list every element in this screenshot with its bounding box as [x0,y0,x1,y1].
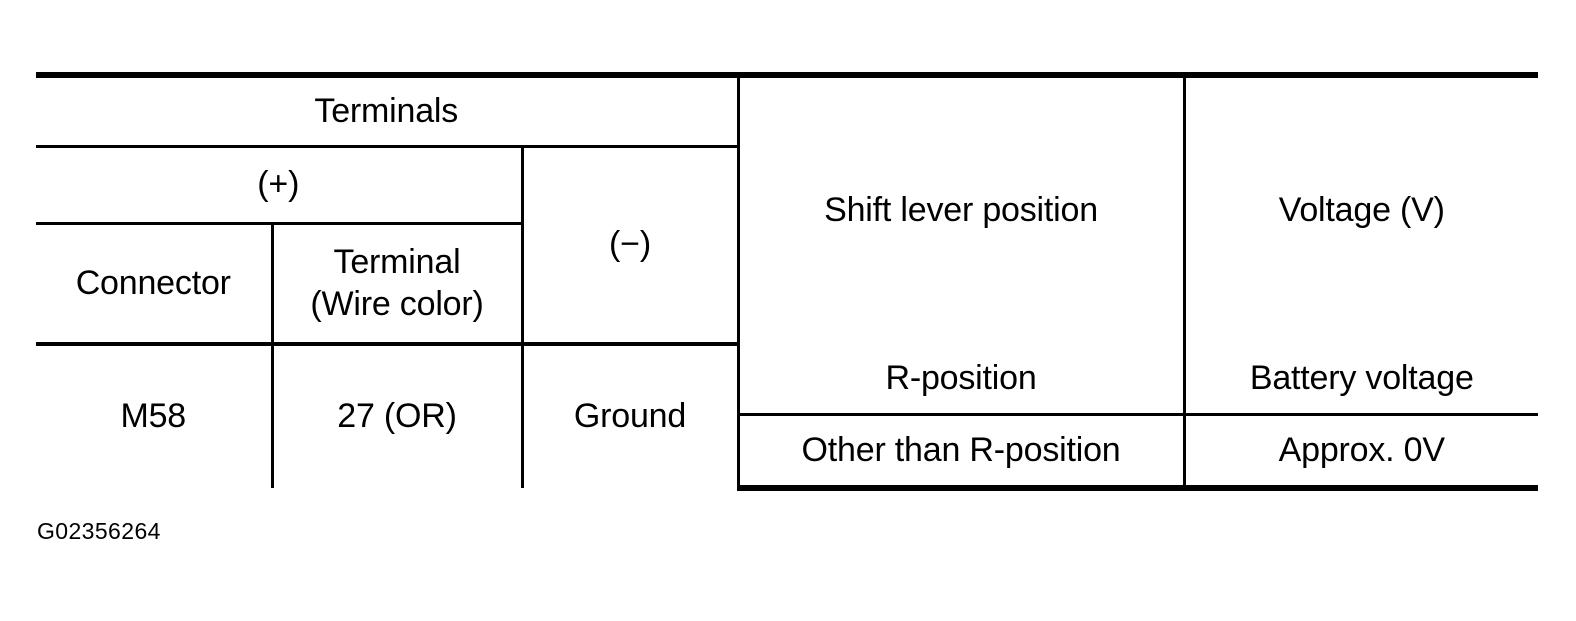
header-row-terminals: Terminals Shift lever position Voltage (… [36,72,1539,344]
terminal-voltage-table: Terminals Shift lever position Voltage (… [36,72,1539,491]
table-row: Other than R-position Approx. 0V [36,414,1539,491]
cell-terminal: 27 (OR) [270,344,522,488]
cell-voltage-2: Approx. 0V [1182,414,1539,491]
cell-voltage-1: Battery voltage [1182,344,1539,416]
terminal-voltage-table-wrapper: Terminals Shift lever position Voltage (… [36,72,1539,491]
header-terminal-wire-color: Terminal (Wire color) [270,223,522,346]
cell-shift-lever-position-2: Other than R-position [736,414,1185,491]
figure-id-label: G02356264 [37,518,161,544]
cell-shift-lever-position-1: R-position [736,344,1185,416]
header-shift-lever-position: Shift lever position [736,72,1185,344]
cell-negative: Ground [520,344,739,488]
header-wire-color-label: (Wire color) [310,284,484,323]
header-row-subheadings: Connector Terminal (Wire color) [36,223,1538,346]
header-row-polarity: (+) (−) [36,146,1538,346]
header-voltage: Voltage (V) [1182,72,1539,344]
header-negative: (−) [520,146,739,346]
table-row: M58 27 (OR) Ground R-position Battery vo… [36,344,1539,488]
header-connector: Connector [36,223,272,346]
header-terminal-label: Terminal [333,243,461,282]
header-positive: (+) [36,146,522,225]
cell-connector: M58 [36,344,272,488]
header-terminals: Terminals [36,72,739,148]
